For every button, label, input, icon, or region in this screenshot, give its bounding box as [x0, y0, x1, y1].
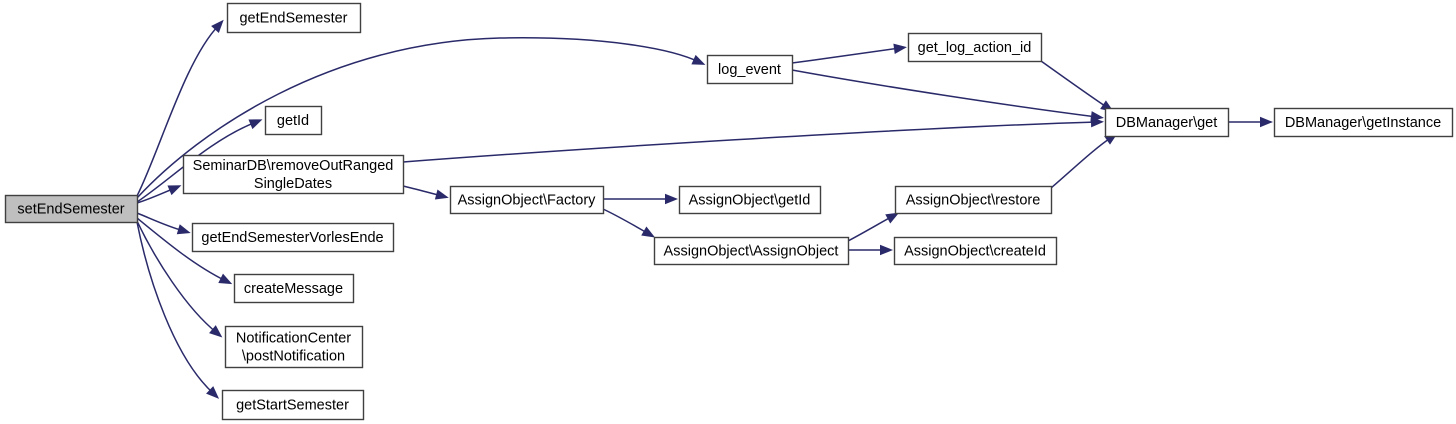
nodes-layer: setEndSemester getEndSemester getIdSeminar… — [4, 2, 1454, 421]
node-box[interactable] — [449, 185, 605, 215]
node-AssignObject_getId[interactable]: AssignObject\getId — [678, 185, 822, 215]
arrow-head — [1260, 116, 1273, 128]
arrow-head — [248, 119, 263, 130]
node-box[interactable] — [221, 389, 365, 421]
edge-log_event-to-get_log_action_id — [791, 43, 907, 64]
edge-setEndSemester-to-getStartSemester — [136, 221, 220, 399]
edge-AssignObject_Factory-to-AssignObject_getId — [603, 193, 678, 205]
edges-layer — [136, 19, 1273, 399]
node-box[interactable] — [678, 185, 822, 215]
node-box[interactable] — [893, 236, 1058, 266]
node-box[interactable] — [182, 154, 405, 195]
edge-setEndSemester-to-SeminarDB_removeOutRangedSingleDates — [136, 185, 182, 204]
node-AssignObject_createId[interactable]: AssignObject\createId — [893, 236, 1058, 266]
edge-AssignObject_restore-to-DBManager_get — [1050, 133, 1118, 189]
arrow-head — [1090, 111, 1104, 122]
arrow-head — [211, 19, 224, 33]
arrow-head — [167, 185, 182, 196]
edge-AssignObject_AssignObject-to-AssignObject_restore — [847, 212, 900, 242]
edge-AssignObject_AssignObject-to-AssignObject_createId — [847, 244, 893, 256]
edge-setEndSemester-to-log_event — [136, 37, 706, 199]
node-getEndSemester[interactable]: getEndSemester — [226, 2, 362, 34]
node-NotificationCenter_postNotification[interactable]: NotificationCenter\postNotification — [224, 325, 364, 369]
node-box[interactable] — [1104, 107, 1230, 138]
arrow-head — [893, 43, 907, 54]
node-get_log_action_id[interactable]: get_log_action_id — [907, 32, 1043, 63]
node-getId[interactable]: getId — [264, 105, 323, 136]
node-box[interactable] — [907, 32, 1043, 63]
node-box[interactable] — [233, 273, 355, 304]
node-box[interactable] — [191, 222, 395, 253]
arrow-head — [665, 193, 678, 205]
node-getStartSemester[interactable]: getStartSemester — [221, 389, 365, 421]
node-box[interactable] — [653, 236, 850, 266]
arrow-head — [209, 325, 223, 338]
edge-SeminarDB_removeOutRangedSingleDates-to-DBManager_get — [402, 116, 1104, 163]
node-DBManager_get[interactable]: DBManager\get — [1104, 107, 1230, 138]
node-box[interactable] — [894, 185, 1053, 215]
node-setEndSemester[interactable]: setEndSemester — [4, 194, 139, 224]
arrow-head — [218, 273, 233, 285]
node-AssignObject_restore[interactable]: AssignObject\restore — [894, 185, 1053, 215]
node-log_event[interactable]: log_event — [706, 54, 794, 85]
node-createMessage[interactable]: createMessage — [233, 273, 355, 304]
arrow-head — [691, 54, 706, 65]
node-AssignObject_Factory[interactable]: AssignObject\Factory — [449, 185, 605, 215]
edge-DBManager_get-to-DBManager_getInstance — [1228, 116, 1273, 128]
node-box[interactable] — [224, 325, 364, 369]
edge-setEndSemester-to-getEndSemester — [136, 19, 224, 197]
node-box[interactable] — [1273, 107, 1454, 138]
edge-setEndSemester-to-getEndSemesterVorlesEnde — [136, 212, 191, 235]
arrow-head — [206, 386, 220, 399]
edge-get_log_action_id-to-DBManager_get — [1040, 60, 1114, 112]
edge-log_event-to-DBManager_get — [791, 69, 1104, 122]
edge-setEndSemester-to-NotificationCenter_postNotification — [136, 220, 223, 338]
edge-setEndSemester-to-createMessage — [136, 217, 233, 285]
node-AssignObject_AssignObject[interactable]: AssignObject\AssignObject — [653, 236, 850, 266]
node-box[interactable] — [226, 2, 362, 34]
arrow-head — [641, 226, 656, 238]
arrow-head — [885, 212, 900, 224]
arrow-head — [176, 224, 191, 235]
arrow-head — [880, 244, 893, 256]
node-getEndSemesterVorlesEnde[interactable]: getEndSemesterVorlesEnde — [191, 222, 395, 253]
edge-AssignObject_Factory-to-AssignObject_AssignObject — [602, 208, 656, 238]
node-DBManager_getInstance[interactable]: DBManager\getInstance — [1273, 107, 1454, 138]
arrow-head — [434, 189, 449, 200]
edge-SeminarDB_removeOutRangedSingleDates-to-AssignObject_Factory — [402, 185, 449, 200]
node-box[interactable] — [706, 54, 794, 85]
node-box[interactable] — [264, 105, 323, 136]
node-box[interactable] — [4, 194, 139, 224]
